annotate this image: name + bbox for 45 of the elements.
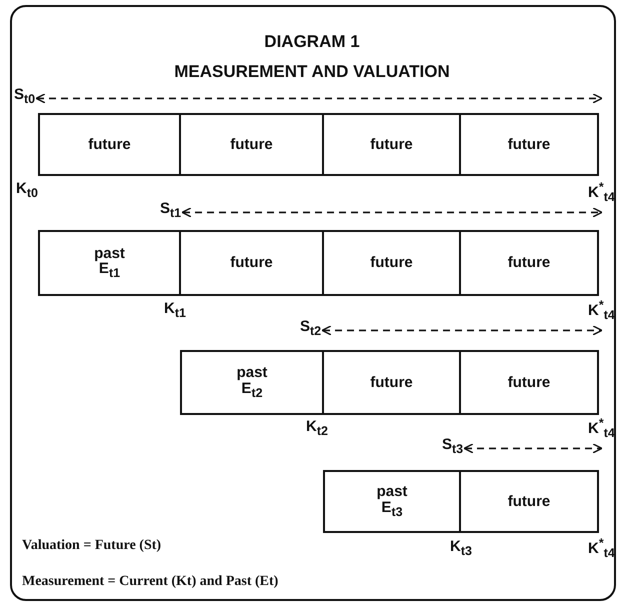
cell-label: future bbox=[230, 136, 273, 152]
timeline-cell bbox=[459, 350, 599, 415]
timeline-cell bbox=[322, 113, 461, 176]
cell-label: E$_{t1}$ bbox=[98, 261, 120, 280]
cell-label: future bbox=[88, 136, 131, 152]
cell-label: future bbox=[230, 255, 273, 271]
cell-label: E$_{t2}$ bbox=[241, 380, 263, 400]
timeline-cell bbox=[179, 113, 324, 176]
dashed-arrow bbox=[321, 325, 603, 336]
point-label: S$_{t3}$ bbox=[442, 436, 464, 456]
timeline-cell bbox=[322, 350, 461, 415]
note-text: Measurement = Current (Kt) and Past (Et) bbox=[22, 574, 278, 590]
dashed-arrow bbox=[35, 93, 603, 104]
cell-label: future bbox=[508, 374, 550, 390]
timeline-cell bbox=[459, 113, 599, 176]
dashed-arrow bbox=[463, 443, 603, 454]
diagram-title: DIAGRAM 1 bbox=[263, 32, 361, 52]
timeline-cell bbox=[322, 230, 461, 296]
point-label: K$_{t3}$ bbox=[450, 538, 472, 558]
cell-label: future bbox=[508, 494, 550, 510]
cell-label: future bbox=[508, 136, 550, 152]
diagram-subtitle: MEASUREMENT AND VALUATION bbox=[173, 62, 451, 82]
cell-label: future bbox=[370, 136, 413, 152]
cell-label: future bbox=[508, 255, 550, 271]
timeline-cell bbox=[323, 470, 461, 533]
cell-label: E$_{t3}$ bbox=[381, 500, 403, 519]
timeline-cell bbox=[459, 470, 599, 533]
point-label: S$_{t1}$ bbox=[160, 200, 182, 220]
cell-label: future bbox=[370, 374, 413, 390]
cell-label: future bbox=[370, 255, 413, 271]
point-label: S$_{t2}$ bbox=[300, 318, 322, 338]
timeline-cell bbox=[38, 113, 181, 176]
point-label: K$_{t0}$ bbox=[16, 180, 38, 200]
timeline-cell bbox=[180, 350, 324, 415]
cell-label: past bbox=[94, 246, 125, 262]
dashed-arrow bbox=[181, 207, 603, 218]
timeline-cell bbox=[459, 230, 599, 296]
cell-label: past bbox=[236, 365, 268, 381]
cell-label: past bbox=[376, 484, 408, 500]
timeline-cell bbox=[179, 230, 324, 296]
point-label: K$_{t1}$ bbox=[164, 300, 186, 320]
point-label: K$_{t2}$ bbox=[306, 418, 328, 438]
note-text: Valuation = Future (St) bbox=[22, 538, 162, 554]
timeline-cell bbox=[38, 230, 181, 296]
point-label: S$_{t0}$ bbox=[14, 86, 36, 106]
